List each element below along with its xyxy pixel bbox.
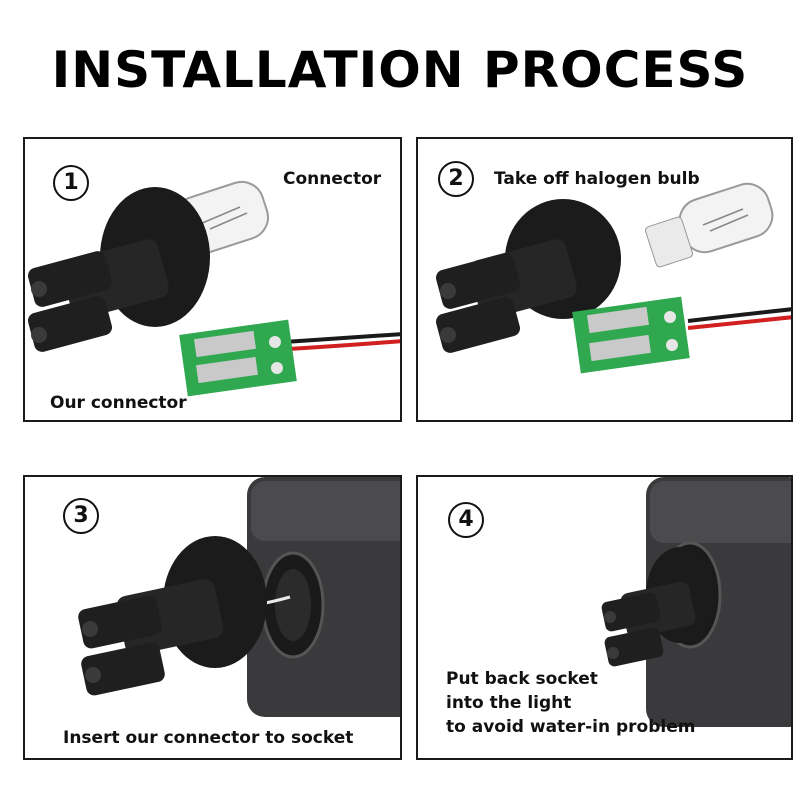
- caption-take-off-bulb: Take off halogen bulb: [494, 169, 700, 189]
- caption-into-the-light: into the light: [446, 693, 572, 713]
- step-3-illustration: [78, 477, 400, 717]
- step-4-illustration: [601, 477, 791, 727]
- step-2-panel: 2 Take off halogen bulb: [416, 137, 793, 422]
- step-number-badge: 3: [63, 498, 99, 534]
- pcb-connector-icon: [179, 319, 297, 397]
- socket-icon: [78, 536, 267, 696]
- step-1-panel: 1 Connector Our connector: [23, 137, 402, 422]
- step-2-illustration: [435, 182, 791, 374]
- socket-icon: [435, 199, 621, 353]
- step-4-panel: 4 Put back socket into the light to avoi…: [416, 475, 793, 760]
- caption-avoid-water: to avoid water-in problem: [446, 717, 696, 737]
- socket-icon: [27, 187, 210, 352]
- socket-icon: [601, 547, 714, 667]
- step-number-badge: 2: [438, 161, 474, 197]
- step-3-panel: 3 Insert our connector to socket: [23, 475, 402, 760]
- step-1-illustration: [27, 180, 400, 397]
- halogen-bulb-icon: [644, 182, 774, 268]
- page-title: INSTALLATION PROCESS: [51, 41, 749, 99]
- caption-connector: Connector: [283, 169, 382, 189]
- step-number-badge: 1: [53, 165, 89, 201]
- step-number-badge: 4: [448, 502, 484, 538]
- headlight-housing-icon: [247, 477, 400, 717]
- pcb-connector-icon: [572, 296, 690, 374]
- caption-insert-connector: Insert our connector to socket: [63, 728, 354, 748]
- caption-our-connector: Our connector: [50, 393, 187, 413]
- caption-put-back-socket: Put back socket: [446, 669, 598, 689]
